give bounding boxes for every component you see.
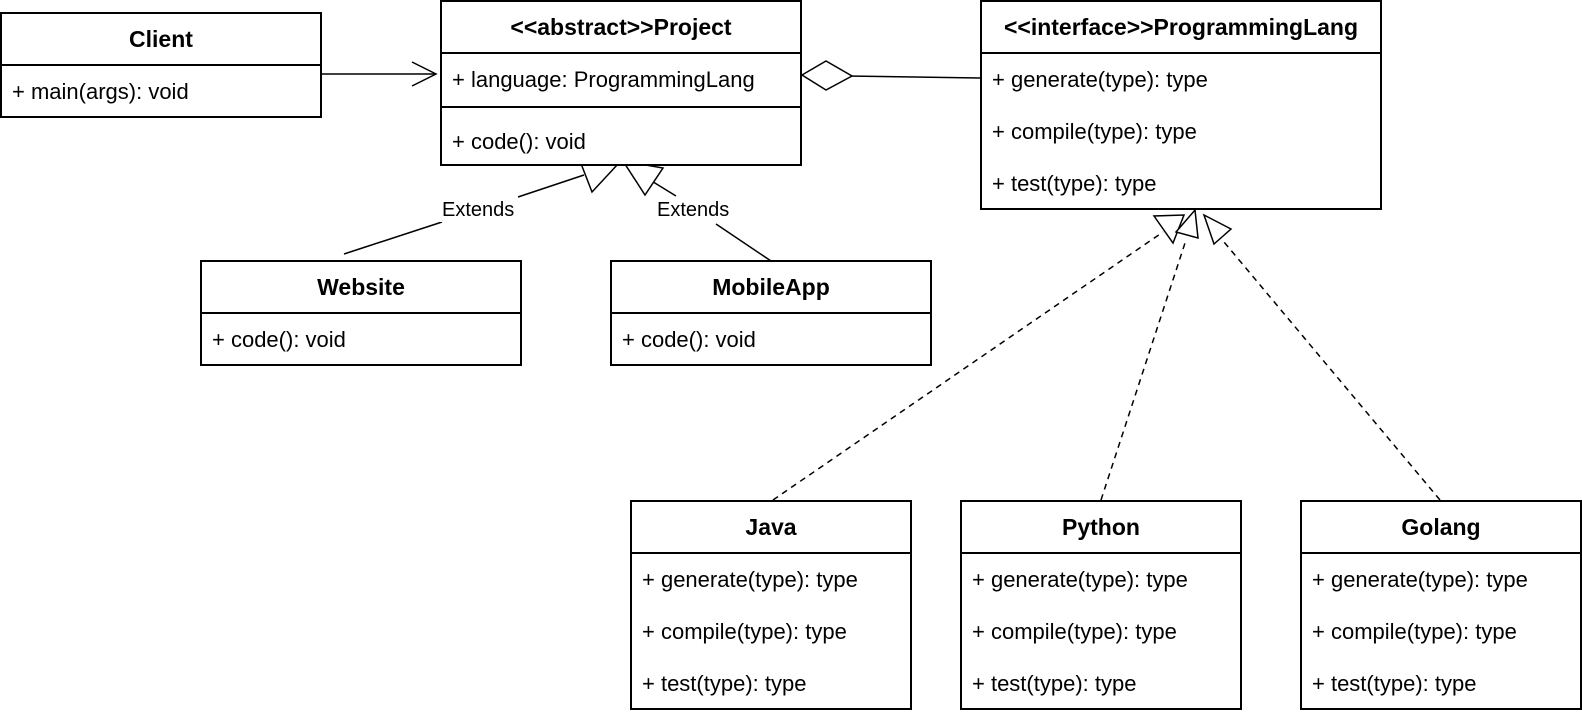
method: + code(): void [452,129,586,154]
method: + compile(type): type [972,619,1177,644]
method: + compile(type): type [642,619,847,644]
method: + code(): void [622,327,756,352]
client-to-project-association [319,61,438,87]
project-language-aggregation [800,60,981,91]
interface-programming-lang[interactable]: <<interface>>ProgrammingLang + generate(… [980,0,1382,210]
methods-section: + main(args): void [2,66,320,118]
method: + main(args): void [12,79,189,104]
class-python[interactable]: Python + generate(type): type + compile(… [960,500,1242,710]
methods-section: + code(): void [442,106,800,168]
website-extends-arrow [343,160,620,255]
class-name: MobileApp [612,262,930,314]
class-project[interactable]: <<abstract>>Project + language: Programm… [440,0,802,166]
methods-section: + generate(type): type + compile(type): … [982,54,1380,210]
class-name: Website [202,262,520,314]
class-name: <<interface>>ProgrammingLang [982,2,1380,54]
method: + generate(type): type [1312,567,1528,592]
method: + generate(type): type [642,567,858,592]
method: + test(type): type [1312,671,1477,696]
method: + test(type): type [642,671,807,696]
class-name: Client [2,14,320,66]
website-extends-label: Extends [440,198,517,222]
class-name: Java [632,502,910,554]
method: + test(type): type [992,171,1157,196]
class-name: <<abstract>>Project [442,2,800,54]
methods-section: + code(): void [202,314,520,366]
golang-realization-arrow [1202,213,1441,501]
class-client[interactable]: Client + main(args): void [0,12,322,118]
method: + generate(type): type [992,67,1208,92]
method: + generate(type): type [972,567,1188,592]
method: + test(type): type [972,671,1137,696]
class-name: Python [962,502,1240,554]
method: + code(): void [212,327,346,352]
method: + compile(type): type [1312,619,1517,644]
mobileapp-extends-label: Extends [655,198,732,222]
attributes-section: + language: ProgrammingLang [442,54,800,106]
class-name: Golang [1302,502,1580,554]
class-java[interactable]: Java + generate(type): type + compile(ty… [630,500,912,710]
methods-section: + generate(type): type + compile(type): … [1302,554,1580,710]
class-website[interactable]: Website + code(): void [200,260,522,366]
python-realization-arrow [1100,208,1199,501]
class-golang[interactable]: Golang + generate(type): type + compile(… [1300,500,1582,710]
method: + compile(type): type [992,119,1197,144]
methods-section: + generate(type): type + compile(type): … [632,554,910,710]
attribute: + language: ProgrammingLang [452,67,755,92]
class-mobileapp[interactable]: MobileApp + code(): void [610,260,932,366]
methods-section: + generate(type): type + compile(type): … [962,554,1240,710]
methods-section: + code(): void [612,314,930,366]
